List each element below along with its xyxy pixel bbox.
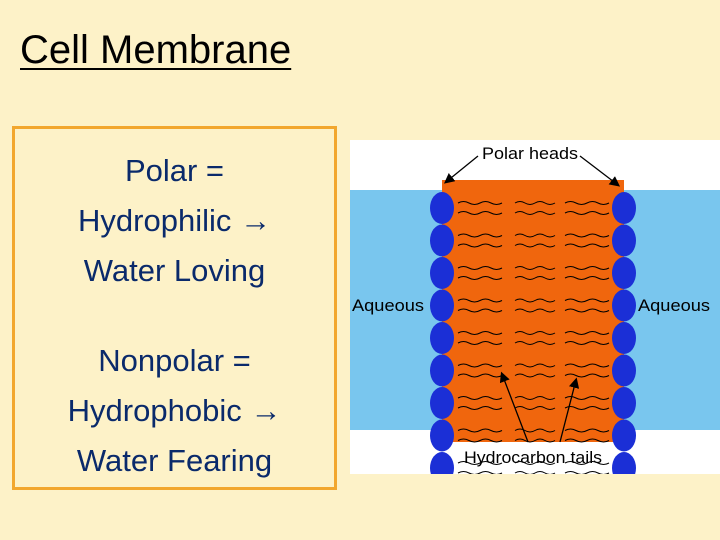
polar-head-icon: [430, 419, 454, 452]
tail-line: [514, 406, 556, 410]
polar-head-icon: [612, 257, 636, 289]
polar-heads-arrow-left: [443, 155, 479, 184]
tail-line: [564, 211, 610, 215]
tail-line: [564, 233, 610, 238]
polar-head-icon: [430, 452, 454, 474]
polar-head-icon: [612, 192, 636, 224]
polar-head-icon: [612, 322, 636, 354]
polar-definition: Polar = Hydrophilic → Water Loving: [15, 146, 334, 296]
tail-line: [564, 266, 610, 270]
tail-line: [514, 298, 556, 303]
tail-line: [457, 298, 503, 303]
tail-line: [564, 298, 610, 303]
tail-line: [457, 341, 503, 345]
aqueous-left-label: Aqueous: [352, 296, 424, 315]
polar-head-icon: [430, 224, 454, 257]
polar-head-icon: [612, 354, 636, 387]
polar-head-icon: [430, 289, 454, 322]
tail-line: [514, 266, 556, 270]
tail-line: [514, 396, 556, 400]
tail-line: [457, 428, 503, 433]
tail-line: [564, 341, 610, 345]
polar-line-2: Hydrophilic →: [78, 203, 271, 238]
tail-line: [514, 233, 556, 238]
tail-line: [564, 461, 610, 465]
tail-line: [514, 373, 556, 378]
polar-heads-arrow-right: [579, 155, 621, 187]
definition-box: Polar = Hydrophilic → Water Loving Nonpo…: [12, 126, 337, 490]
tail-line: [514, 471, 556, 474]
tail-line: [564, 201, 610, 205]
polar-head-icon: [430, 322, 454, 354]
tail-line: [457, 243, 503, 248]
tails-arrow-right: [559, 377, 580, 443]
tail-line: [514, 201, 556, 205]
tail-line: [457, 266, 503, 270]
tail-line: [457, 471, 503, 474]
hydrocarbon-tails-label: Hydrocarbon tails: [464, 448, 602, 467]
tail-line: [564, 243, 610, 248]
tail-line: [564, 308, 610, 313]
polar-head-icon: [430, 354, 454, 387]
polar-line-1: Polar =: [124, 153, 225, 188]
tail-line: [457, 201, 503, 205]
polar-head-icon: [612, 224, 636, 257]
hydrocarbon-tails: [457, 201, 610, 474]
polar-head-icon: [612, 452, 636, 474]
tail-line: [514, 308, 556, 313]
aqueous-right-label: Aqueous: [638, 296, 710, 315]
tail-line: [457, 211, 503, 215]
lipid-bilayer-diagram: Polar heads Aqueous Aqueous Hydrocarbon …: [350, 140, 720, 474]
tail-line: [457, 396, 503, 400]
tail-line: [514, 461, 556, 465]
polar-head-icon: [612, 419, 636, 452]
polar-line-3: Water Loving: [83, 253, 266, 288]
tail-line: [514, 276, 556, 280]
tail-line: [457, 233, 503, 238]
tail-line: [457, 331, 503, 335]
tails-arrow-left: [499, 371, 529, 443]
tail-line: [457, 308, 503, 313]
polar-head-icon: [612, 387, 636, 419]
tail-line: [564, 428, 610, 433]
tail-line: [457, 406, 503, 410]
polar-heads-label: Polar heads: [482, 144, 578, 163]
nonpolar-line-1: Nonpolar =: [98, 343, 251, 378]
nonpolar-line-3: Water Fearing: [76, 443, 273, 478]
tail-line: [564, 276, 610, 280]
nonpolar-line-2: Hydrophobic →: [67, 393, 282, 428]
tail-line: [457, 363, 503, 368]
tail-line: [514, 243, 556, 248]
tail-line: [564, 396, 610, 400]
tail-line: [564, 373, 610, 378]
tail-line: [514, 438, 556, 443]
tail-line: [564, 363, 610, 368]
tail-line: [564, 438, 610, 443]
tail-line: [457, 461, 503, 465]
polar-head-icon: [430, 257, 454, 289]
slide-title: Cell Membrane: [20, 28, 292, 72]
tail-line: [514, 363, 556, 368]
tail-line: [564, 331, 610, 335]
tail-line: [564, 406, 610, 410]
tail-line: [514, 211, 556, 215]
nonpolar-definition: Nonpolar = Hydrophobic → Water Fearing: [15, 336, 334, 486]
tail-line: [457, 438, 503, 443]
tail-line: [457, 373, 503, 378]
tail-line: [457, 276, 503, 280]
tail-line: [514, 341, 556, 345]
tail-line: [514, 428, 556, 433]
polar-head-icon: [430, 387, 454, 419]
polar-head-icon: [612, 289, 636, 322]
polar-head-icon: [430, 192, 454, 224]
tail-line: [564, 471, 610, 474]
polar-heads: [430, 192, 636, 474]
tail-line: [514, 331, 556, 335]
